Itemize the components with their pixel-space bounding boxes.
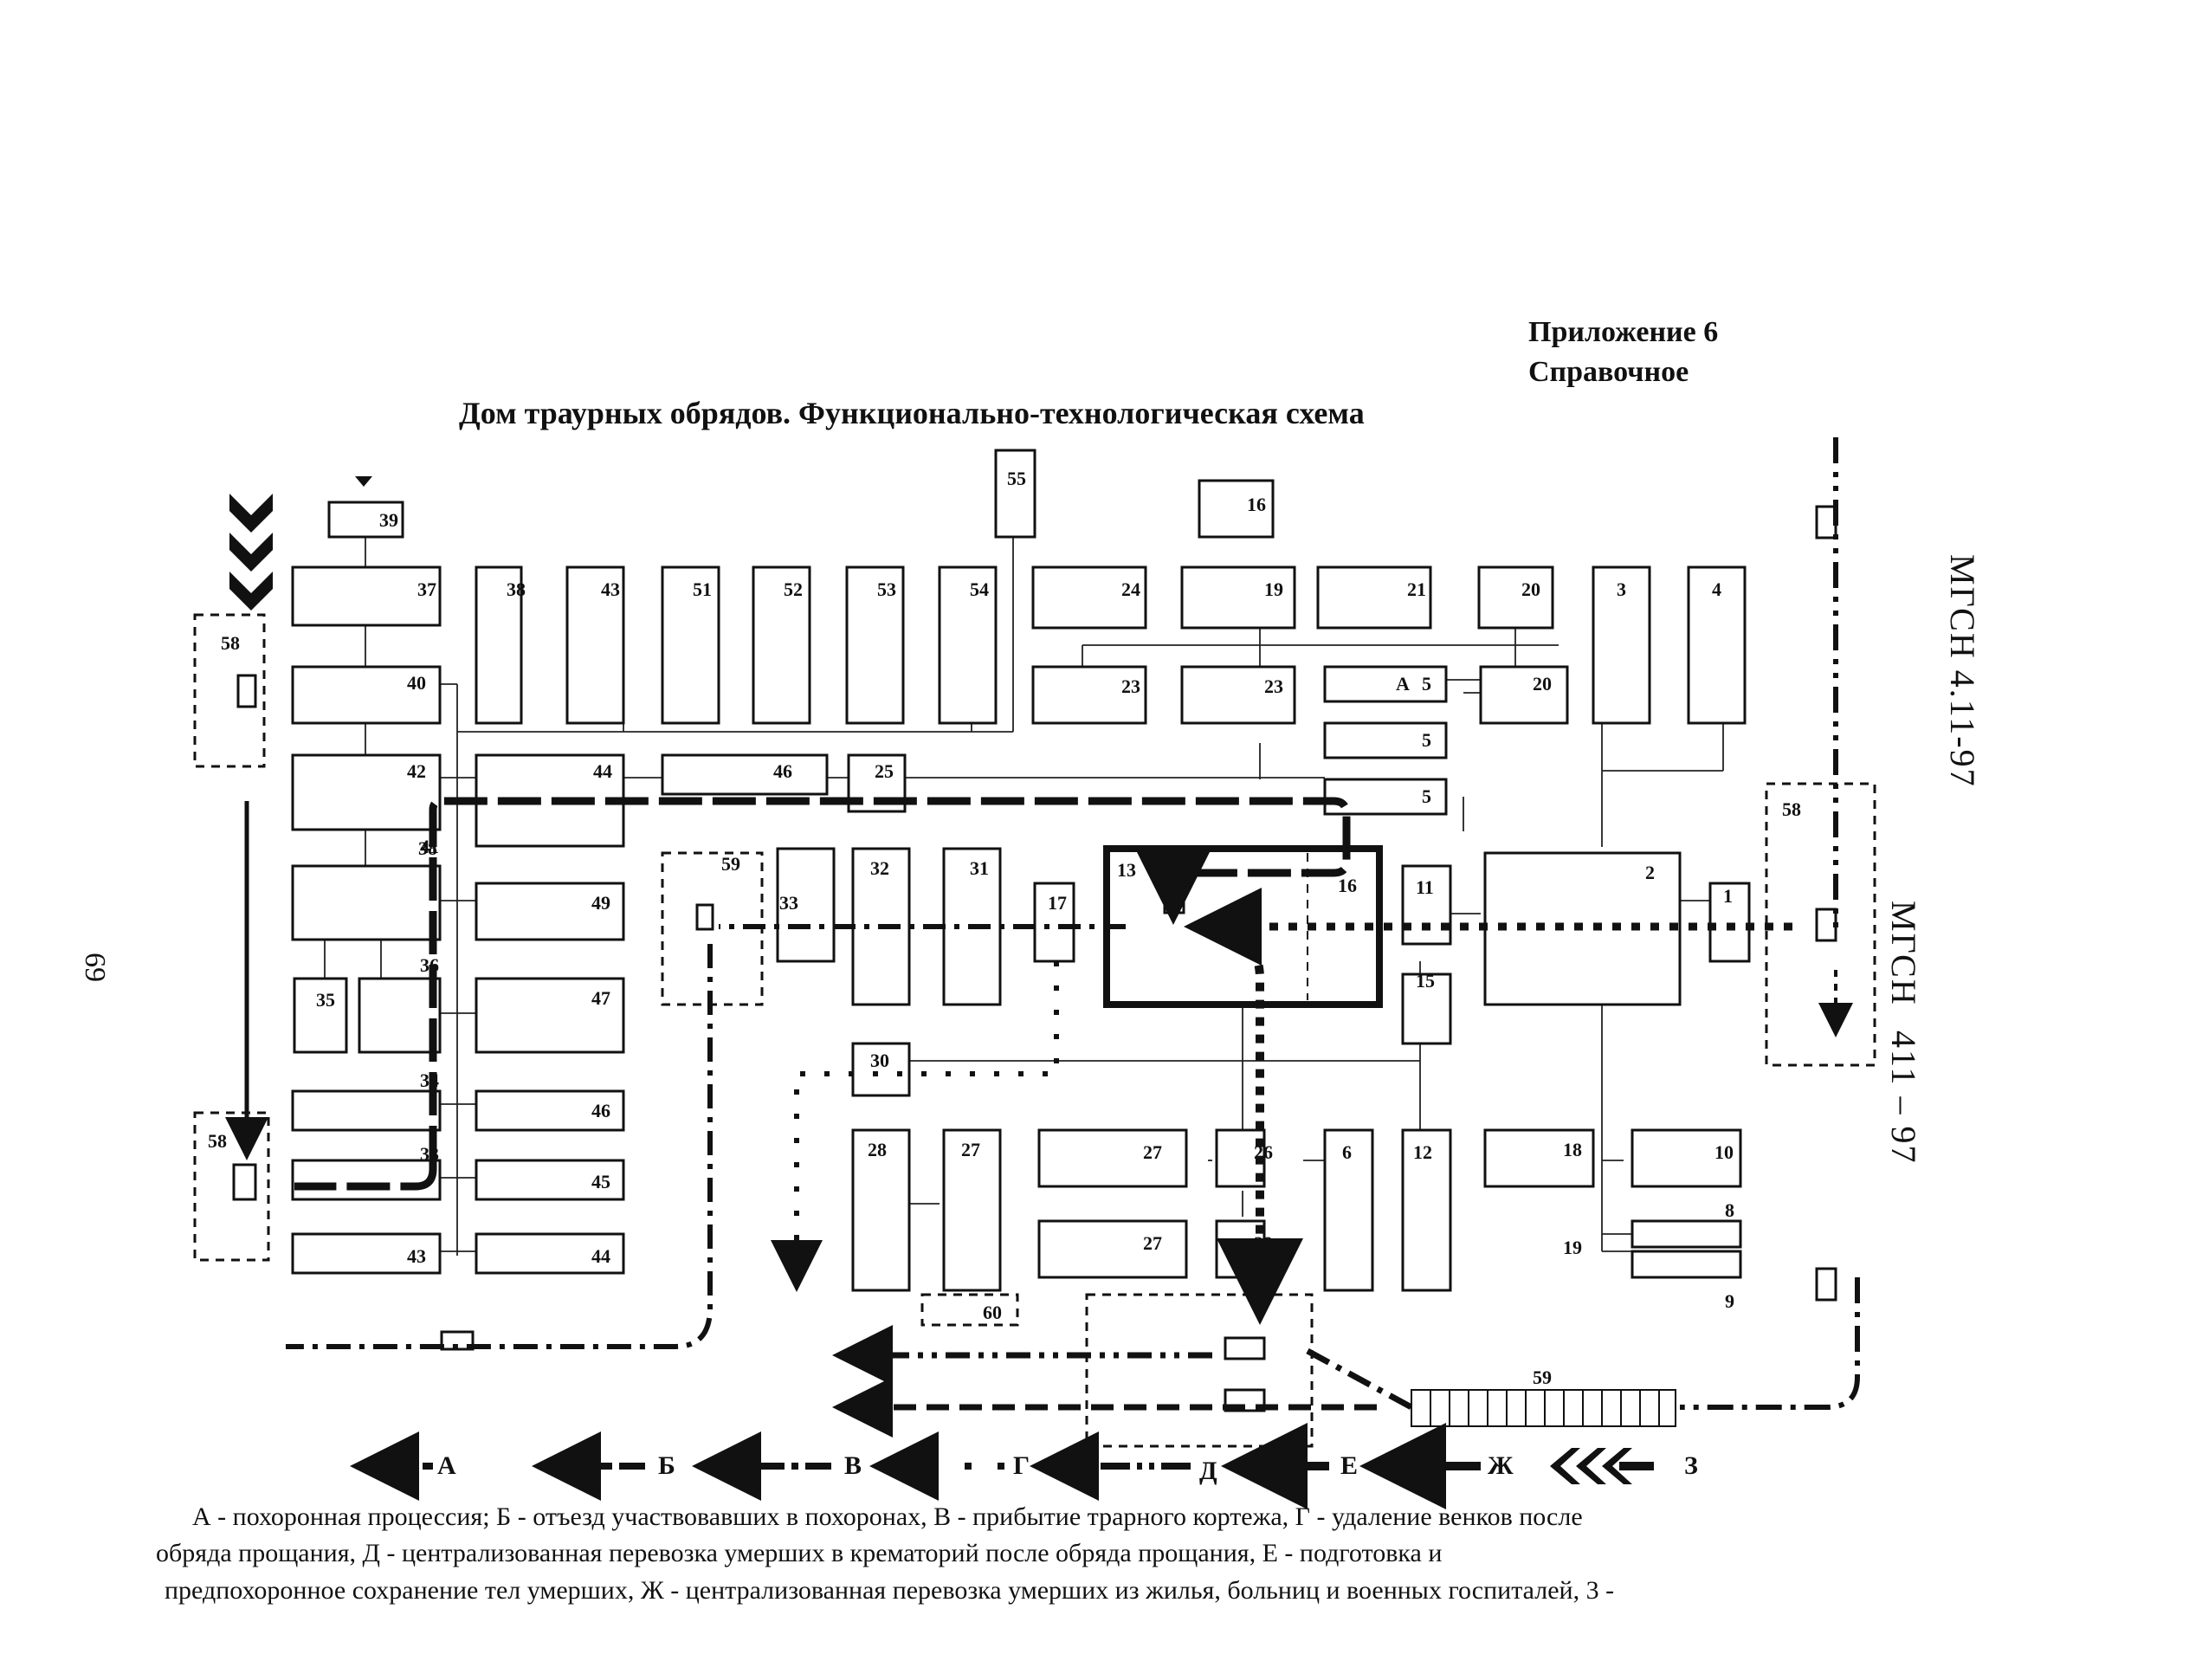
legend-letter: Д: [1199, 1457, 1217, 1485]
van-icon: [695, 903, 714, 931]
room-label: 5: [1422, 729, 1431, 751]
room-label: 19: [1264, 578, 1283, 600]
room-label: 20: [1521, 578, 1540, 600]
van-icon: [1815, 1267, 1837, 1302]
room-label: 58: [208, 1130, 227, 1152]
room-label: 17: [1048, 892, 1067, 914]
room-label: 8: [1725, 1199, 1734, 1221]
room-label: 20: [1533, 673, 1552, 695]
room-label: 58: [221, 632, 240, 654]
room-label: 1: [1723, 885, 1733, 907]
appendix-type: Справочное: [1528, 356, 1689, 388]
room-label: 13: [1117, 859, 1136, 881]
room-label: А: [1396, 673, 1410, 695]
room-label: 31: [970, 857, 989, 879]
van-icon: [1815, 505, 1837, 540]
hearse-icon: [1224, 1388, 1266, 1412]
room-label: 25: [875, 760, 894, 782]
room-label: 40: [407, 672, 426, 694]
room-label: 4: [1712, 578, 1721, 600]
legend-letter: Г: [1013, 1451, 1030, 1480]
room-label: 60: [983, 1302, 1002, 1323]
flow-routes: [225, 437, 1860, 1438]
room-label: 59: [1533, 1367, 1552, 1388]
room-label: 46: [773, 760, 792, 782]
room-label: 23: [1264, 675, 1283, 697]
room-label: 30: [870, 1050, 889, 1071]
van-icon: [440, 1330, 475, 1351]
room-label: 16: [1247, 494, 1266, 515]
legend-letter: А: [437, 1451, 456, 1480]
room-label: 39: [379, 509, 398, 531]
appendix-label: Приложение 6: [1528, 316, 1719, 348]
room-label: 47: [591, 987, 610, 1009]
room-label: 58: [1782, 798, 1801, 820]
room-label: 28: [868, 1139, 887, 1160]
hearse-icon: [1224, 1336, 1266, 1360]
room-label: 38: [507, 578, 526, 600]
room-label: 53: [877, 578, 896, 600]
room-label: 27: [961, 1139, 980, 1160]
room-label: 45: [591, 1171, 610, 1192]
legend-letter: Е: [1340, 1451, 1358, 1480]
legend-letter: Ж: [1488, 1451, 1514, 1480]
legend-text-line-1: А - похоронная процессия; Б - отъезд уча…: [192, 1502, 1583, 1531]
room-label: 15: [1416, 970, 1435, 992]
room-label: 5: [1422, 673, 1431, 695]
room-label: 12: [1413, 1141, 1432, 1163]
room-label: 44: [591, 1245, 610, 1267]
legend-text-line-2: обряда прощания, Д - централизованная пе…: [156, 1539, 1443, 1567]
legend-letter: В: [844, 1451, 862, 1480]
room-label: 6: [1342, 1141, 1352, 1163]
room-label: 3: [1617, 578, 1626, 600]
room-label: 44: [593, 760, 612, 782]
van-icon: [1815, 908, 1837, 942]
room-label: 52: [784, 578, 803, 600]
legend-letter: З: [1684, 1451, 1698, 1480]
legend-chevrons-icon: [1550, 1448, 1654, 1484]
room-label: 59: [721, 853, 740, 875]
room-label: 54: [970, 578, 989, 600]
room-label: 33: [779, 892, 798, 914]
room-label: 55: [1007, 468, 1026, 489]
platform-hatching: [1430, 1390, 1660, 1426]
room-label: 5: [1422, 785, 1431, 807]
room-label: 43: [601, 578, 620, 600]
room-label: 35: [316, 989, 335, 1011]
chevron-arrows-icon: [229, 476, 372, 611]
room-label: 43: [407, 1245, 426, 1267]
room-label: 9: [1725, 1290, 1734, 1312]
room-label: 46: [591, 1100, 610, 1121]
legend-text-line-3: предпохоронное сохранение тел умерших, Ж…: [165, 1576, 1615, 1605]
room-label: 27: [1143, 1141, 1162, 1163]
room-label: 24: [1121, 578, 1140, 600]
room-label: 42: [407, 760, 426, 782]
legend-letter: Б: [658, 1451, 675, 1480]
van-icon: [236, 674, 257, 708]
room-label: 51: [693, 578, 712, 600]
page-title: Дом траурных обрядов. Функционально-техн…: [459, 396, 1365, 430]
room-label: 16: [1338, 875, 1357, 896]
room-label: 19: [1563, 1237, 1582, 1258]
room-label: 2: [1645, 862, 1655, 883]
room-label: 18: [1563, 1139, 1582, 1160]
room-label: 37: [417, 578, 436, 600]
room-label: 49: [591, 892, 610, 914]
van-icon: [232, 1163, 257, 1201]
room-label: 27: [1143, 1232, 1162, 1254]
vehicle-icons: [232, 505, 1837, 1412]
room-label: 23: [1121, 675, 1140, 697]
flow-legend: А Б В Г Д Е Ж З: [350, 1423, 1698, 1509]
room-label: 32: [870, 857, 889, 879]
room-label: 11: [1416, 876, 1434, 898]
room-label: 21: [1407, 578, 1426, 600]
room-label: 10: [1714, 1141, 1734, 1163]
